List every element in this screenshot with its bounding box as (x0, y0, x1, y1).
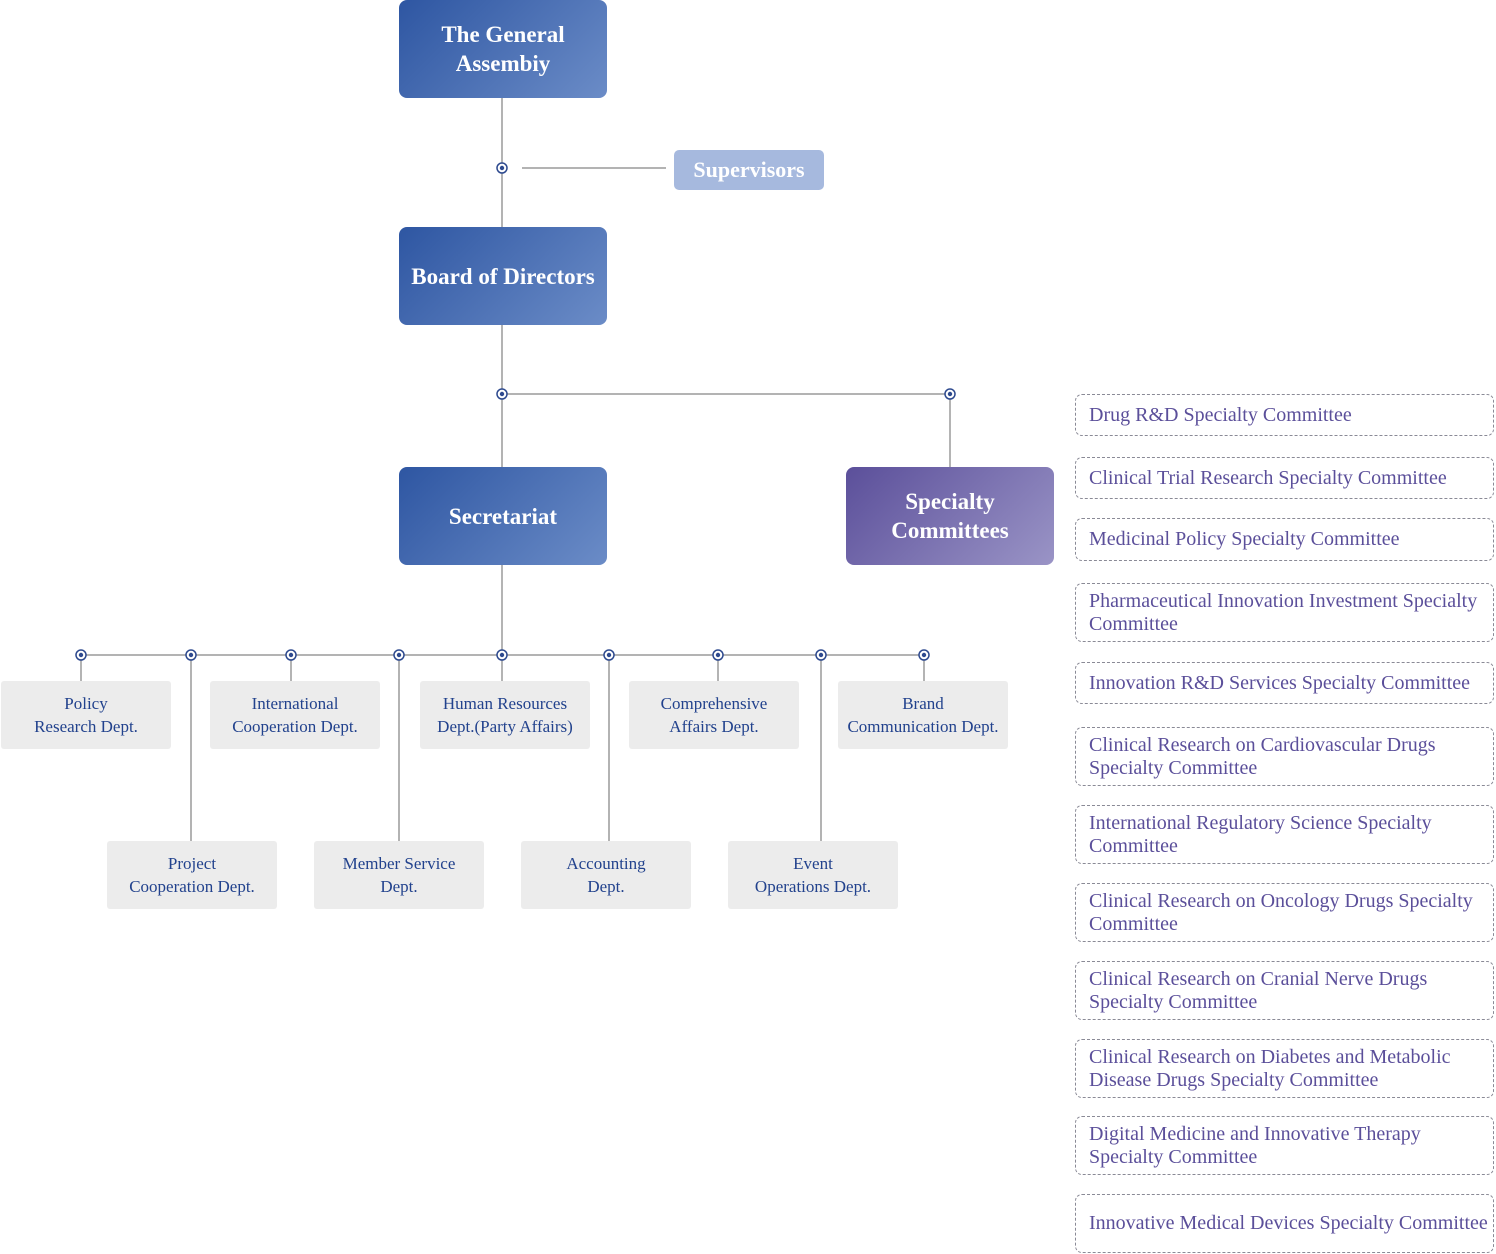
dept-label: Event Operations Dept. (754, 854, 872, 896)
committee-item: Clinical Trial Research Specialty Commit… (1075, 457, 1494, 499)
junction-nodes (75, 162, 956, 661)
secretariat-box: Secretariat (399, 467, 607, 565)
committee-item: Clinical Research on Diabetes and Metabo… (1075, 1039, 1494, 1098)
supervisors-label: Supervisors (693, 157, 805, 182)
specialty-committees-label: Specialty Committees (891, 489, 1009, 543)
committee-item: Innovative Medical Devices Specialty Com… (1075, 1194, 1494, 1253)
committee-label: Digital Medicine and Innovative Therapy … (1089, 1122, 1421, 1168)
committee-label: Clinical Research on Cranial Nerve Drugs… (1089, 967, 1428, 1013)
dept-label: Human Resources Dept.(Party Affairs) (437, 694, 573, 736)
committee-label: Clinical Research on Cardiovascular Drug… (1089, 733, 1436, 779)
committee-label: Drug R&D Specialty Committee (1089, 403, 1352, 426)
committee-item: Pharmaceutical Innovation Investment Spe… (1075, 583, 1494, 642)
committee-label: Pharmaceutical Innovation Investment Spe… (1089, 589, 1478, 635)
committee-label: Medicinal Policy Specialty Committee (1089, 528, 1400, 550)
specialty-committees-box: Specialty Committees (846, 467, 1054, 565)
supervisors-box: Supervisors (674, 150, 824, 190)
dept-label: Policy Research Dept. (34, 694, 138, 736)
dept-brand-communication: Brand Communication Dept. (838, 681, 1008, 749)
dept-human-resources: Human Resources Dept.(Party Affairs) (420, 681, 590, 749)
committee-item: Drug R&D Specialty Committee (1075, 394, 1494, 436)
committee-item: Clinical Research on Cardiovascular Drug… (1075, 727, 1494, 786)
dept-member-service: Member Service Dept. (314, 841, 484, 909)
committee-item: Innovation R&D Services Specialty Commit… (1075, 662, 1494, 704)
board-of-directors-label: Board of Directors (411, 263, 595, 289)
board-of-directors-box: Board of Directors (399, 227, 607, 325)
dept-comprehensive-affairs: Comprehensive Affairs Dept. (629, 681, 799, 749)
general-assembly-label: The General Assembiy (441, 22, 565, 76)
committee-label: Clinical Research on Oncology Drugs Spec… (1089, 889, 1473, 935)
dept-project-cooperation: Project Cooperation Dept. (107, 841, 277, 909)
committee-item: Digital Medicine and Innovative Therapy … (1075, 1116, 1494, 1175)
general-assembly-box: The General Assembiy (399, 0, 607, 98)
dept-international-cooperation: International Cooperation Dept. (210, 681, 380, 749)
committee-item: Medicinal Policy Specialty Committee (1075, 518, 1494, 561)
dept-accounting: Accounting Dept. (521, 841, 691, 909)
committee-label: Innovation R&D Services Specialty Commit… (1089, 671, 1471, 694)
committee-item: Clinical Research on Cranial Nerve Drugs… (1075, 961, 1494, 1020)
committee-item: Clinical Research on Oncology Drugs Spec… (1075, 883, 1494, 942)
committee-item: International Regulatory Science Special… (1075, 805, 1494, 864)
dept-label: Project Cooperation Dept. (129, 854, 255, 896)
committee-label: Innovative Medical Devices Specialty Com… (1089, 1212, 1488, 1234)
committee-label: Clinical Research on Diabetes and Metabo… (1089, 1045, 1451, 1091)
dept-label: Brand Communication Dept. (847, 694, 999, 736)
dept-event-operations: Event Operations Dept. (728, 841, 898, 909)
dept-label: Member Service Dept. (342, 854, 456, 896)
committee-label: International Regulatory Science Special… (1089, 811, 1432, 857)
dept-label: International Cooperation Dept. (232, 694, 358, 736)
secretariat-label: Secretariat (448, 503, 558, 529)
committee-label: Clinical Trial Research Specialty Commit… (1089, 466, 1447, 489)
dept-label: Accounting Dept. (566, 854, 646, 896)
dept-policy-research: Policy Research Dept. (1, 681, 171, 749)
dept-label: Comprehensive Affairs Dept. (660, 694, 768, 736)
